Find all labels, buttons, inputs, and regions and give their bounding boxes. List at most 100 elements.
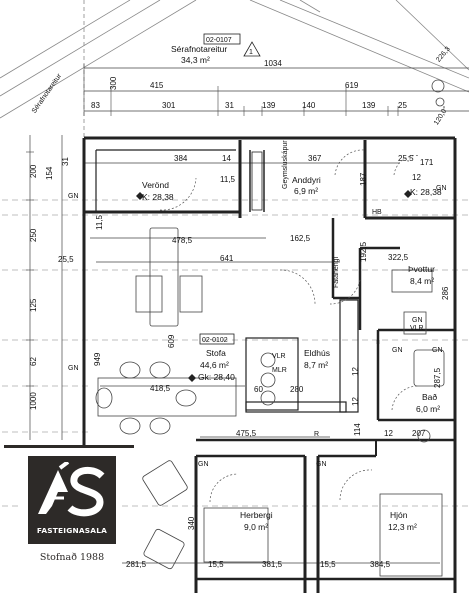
logo-rule — [4, 445, 134, 448]
dim-top-total: 1034 — [264, 59, 282, 68]
room-verond-name: Verönd — [142, 180, 169, 190]
dim-2875: 287,5 — [433, 367, 442, 388]
dim-641: 641 — [220, 254, 234, 263]
level-markers — [136, 190, 412, 382]
dim-2815: 281,5 — [126, 560, 147, 569]
room-eldhus-name: Eldhús — [304, 348, 330, 358]
tag-r: R — [314, 431, 319, 438]
room-bad-name: Bað — [422, 392, 437, 402]
room-stofa-name: Stofa — [206, 348, 226, 358]
agency-logo: FASTEIGNASALA Stofnað 1988 — [4, 445, 134, 593]
door-swings — [159, 149, 421, 503]
dim-top3-f: 139 — [362, 101, 376, 110]
logo-name: FASTEIGNASALA — [36, 526, 108, 535]
diag-label: 226,3 — [435, 46, 452, 64]
tag-gn-3: GN — [392, 347, 403, 354]
dim-row2-187: 187 — [359, 172, 368, 186]
title-block-area: 34,3 m² — [181, 55, 210, 65]
dim-stofa-width: 478,5 — [172, 236, 193, 245]
dim-left-949: 949 — [93, 352, 102, 366]
tag-gn-1: GN — [436, 185, 447, 192]
title-block-marker: 1 — [249, 49, 253, 56]
dim-left-300: 300 — [109, 76, 118, 90]
dim-4185: 418,5 — [150, 384, 171, 393]
dim-top3-a: 83 — [91, 101, 100, 110]
label-geymsluskapur: Geymsluskápur — [282, 140, 289, 189]
dim-row2-b: 11,5 — [95, 214, 104, 230]
tag-gn-7: GN — [68, 193, 79, 200]
dim-12c: 12 — [384, 429, 393, 438]
dim-3225: 322,5 — [388, 253, 409, 262]
dim-row1-367: 367 — [308, 154, 322, 163]
dim-4755: 475,5 — [236, 429, 257, 438]
dim-1625: 162,5 — [290, 234, 311, 243]
tag-vlr-1: VLR — [410, 325, 424, 332]
room-stofa-area: 44,6 m² — [200, 360, 229, 370]
dim-top3-d: 139 — [262, 101, 276, 110]
dim-left-125: 125 — [29, 298, 38, 312]
dim-155a: 15,5 — [208, 560, 224, 569]
label-fataheng: Fatahengi — [333, 256, 340, 288]
dim-top3-e: 140 — [302, 101, 316, 110]
dim-12a: 12 — [351, 367, 360, 376]
dim-left-154: 154 — [45, 166, 54, 180]
dim-top2-a: 415 — [150, 81, 164, 90]
dim-top3-c: 31 — [225, 101, 234, 110]
furniture — [95, 79, 445, 577]
dim-3815: 381,5 — [262, 560, 283, 569]
dim-114: 114 — [353, 423, 362, 436]
dim-top2-b: 619 — [345, 81, 359, 90]
dim-left-250: 250 — [29, 228, 38, 242]
tag-gn-4: GN — [432, 347, 443, 354]
logo-badge: FASTEIGNASALA — [28, 456, 116, 544]
logo-established: Stofnað 1988 — [39, 552, 105, 563]
tag-vlr-2: VLR — [272, 353, 286, 360]
tag-gn-2: GN — [412, 317, 423, 324]
room-thvottur-area: 8,4 m² — [410, 276, 434, 286]
title-block-code: 02-0107 — [206, 37, 232, 44]
room-anddyri-area: 6,9 m² — [294, 186, 318, 196]
title-block: 02-0107 Sérafnotareitur 34,3 m² 1 — [171, 33, 261, 65]
room-herbergi-name: Herbergi — [240, 510, 273, 520]
dim-280: 280 — [290, 385, 304, 394]
room-herbergi-area: 9,0 m² — [244, 522, 268, 532]
dim-top3-g: 25 — [398, 101, 407, 110]
dim-left-62: 62 — [29, 357, 38, 366]
label-k-right: K: 28,38 — [410, 187, 442, 197]
walls — [82, 136, 457, 593]
room-hjon-name: Hjón — [390, 510, 408, 520]
tag-gn-8: GN — [68, 365, 79, 372]
dim-1925: 192,5 — [359, 241, 368, 262]
dim-row1-171: 171 — [420, 158, 434, 167]
room-thvottur-name: Þvottur — [408, 264, 435, 274]
room-eldhus-area: 8,7 m² — [304, 360, 328, 370]
angle-label: 120,0° — [432, 105, 450, 127]
dim-row2-a: 11,5 — [220, 175, 236, 184]
room-stofa-gk: Gk: 28,40 — [198, 372, 235, 382]
title-block-name: Sérafnotareitur — [171, 44, 227, 54]
dim-top3-b: 301 — [162, 101, 176, 110]
room-stofa-code: 02-0102 — [202, 337, 228, 344]
dim-155b: 15,5 — [320, 560, 336, 569]
street-label: Sérafnotareitur — [31, 72, 64, 114]
dim-row1-14: 14 — [222, 154, 231, 163]
dim-left-1000: 1000 — [29, 392, 38, 410]
dim-286: 286 — [441, 286, 450, 300]
dim-row1-255: 25,5 — [398, 154, 414, 163]
tag-hb: HB — [372, 209, 382, 216]
room-anddyri-name: Anddyri — [292, 175, 321, 185]
dim-12b: 12 — [351, 397, 360, 406]
dim-60: 60 — [254, 385, 263, 394]
dim-left-31: 31 — [61, 157, 70, 166]
tag-mlr: MLR — [272, 367, 287, 374]
dim-left-609: 609 — [167, 334, 176, 348]
dim-3845: 384,5 — [370, 560, 391, 569]
dim-207: 207 — [412, 429, 426, 438]
room-verond-k: K: 28,38 — [142, 192, 174, 202]
dim-row1-384: 384 — [174, 154, 188, 163]
dim-340: 340 — [187, 516, 196, 530]
as-logo-icon — [38, 462, 105, 517]
tag-gn-6: GN — [316, 461, 327, 468]
dim-left-200: 200 — [29, 164, 38, 178]
